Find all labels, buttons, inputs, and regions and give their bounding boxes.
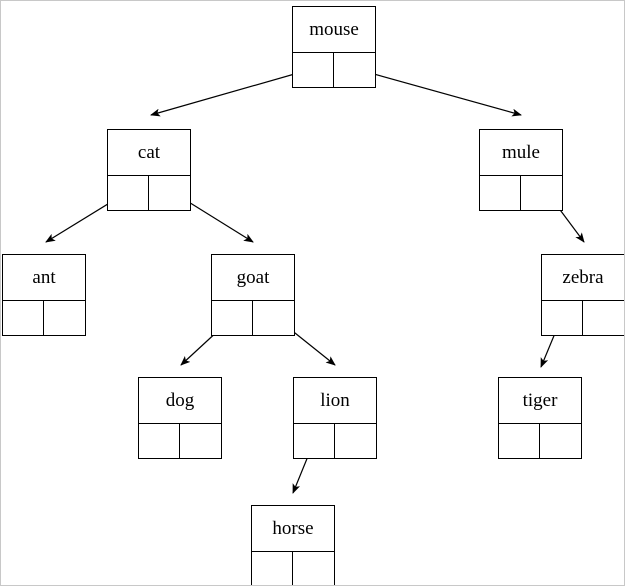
pointer-row-goat: [212, 301, 294, 335]
left-pointer-cell-cat[interactable]: [108, 176, 149, 210]
right-pointer-cell-goat[interactable]: [253, 301, 294, 335]
right-pointer-cell-lion[interactable]: [335, 424, 376, 458]
pointer-row-mule: [480, 176, 562, 210]
right-pointer-cell-tiger[interactable]: [540, 424, 581, 458]
node-goat[interactable]: goat: [211, 254, 295, 336]
right-pointer-cell-horse[interactable]: [293, 552, 334, 585]
right-pointer-cell-mouse[interactable]: [334, 53, 375, 87]
node-label-horse: horse: [252, 506, 334, 552]
right-pointer-cell-mule[interactable]: [521, 176, 562, 210]
node-label-cat: cat: [108, 130, 190, 176]
pointer-row-dog: [139, 424, 221, 458]
node-label-mouse: mouse: [293, 7, 375, 53]
edge-mouse-left-to-cat: [150, 68, 313, 117]
node-label-tiger: tiger: [499, 378, 581, 424]
node-label-goat: goat: [212, 255, 294, 301]
node-label-dog: dog: [139, 378, 221, 424]
left-pointer-cell-dog[interactable]: [139, 424, 180, 458]
node-mouse[interactable]: mouse: [292, 6, 376, 88]
pointer-row-tiger: [499, 424, 581, 458]
left-pointer-cell-horse[interactable]: [252, 552, 293, 585]
left-pointer-cell-mule[interactable]: [480, 176, 521, 210]
edge-mouse-right-to-mule: [355, 68, 522, 117]
left-pointer-cell-ant[interactable]: [3, 301, 44, 335]
node-cat[interactable]: cat: [107, 129, 191, 211]
left-pointer-cell-zebra[interactable]: [542, 301, 583, 335]
node-dog[interactable]: dog: [138, 377, 222, 459]
left-pointer-cell-lion[interactable]: [294, 424, 335, 458]
node-label-ant: ant: [3, 255, 85, 301]
node-tiger[interactable]: tiger: [498, 377, 582, 459]
node-horse[interactable]: horse: [251, 505, 335, 585]
pointer-row-cat: [108, 176, 190, 210]
left-pointer-cell-mouse[interactable]: [293, 53, 334, 87]
left-pointer-cell-tiger[interactable]: [499, 424, 540, 458]
pointer-row-ant: [3, 301, 85, 335]
right-pointer-cell-zebra[interactable]: [583, 301, 624, 335]
node-mule[interactable]: mule: [479, 129, 563, 211]
pointer-row-mouse: [293, 53, 375, 87]
node-zebra[interactable]: zebra: [541, 254, 624, 336]
node-ant[interactable]: ant: [2, 254, 86, 336]
node-label-zebra: zebra: [542, 255, 624, 301]
pointer-row-zebra: [542, 301, 624, 335]
pointer-row-horse: [252, 552, 334, 585]
right-pointer-cell-cat[interactable]: [149, 176, 190, 210]
right-pointer-cell-dog[interactable]: [180, 424, 221, 458]
left-pointer-cell-goat[interactable]: [212, 301, 253, 335]
node-label-lion: lion: [294, 378, 376, 424]
node-lion[interactable]: lion: [293, 377, 377, 459]
right-pointer-cell-ant[interactable]: [44, 301, 85, 335]
pointer-row-lion: [294, 424, 376, 458]
node-label-mule: mule: [480, 130, 562, 176]
